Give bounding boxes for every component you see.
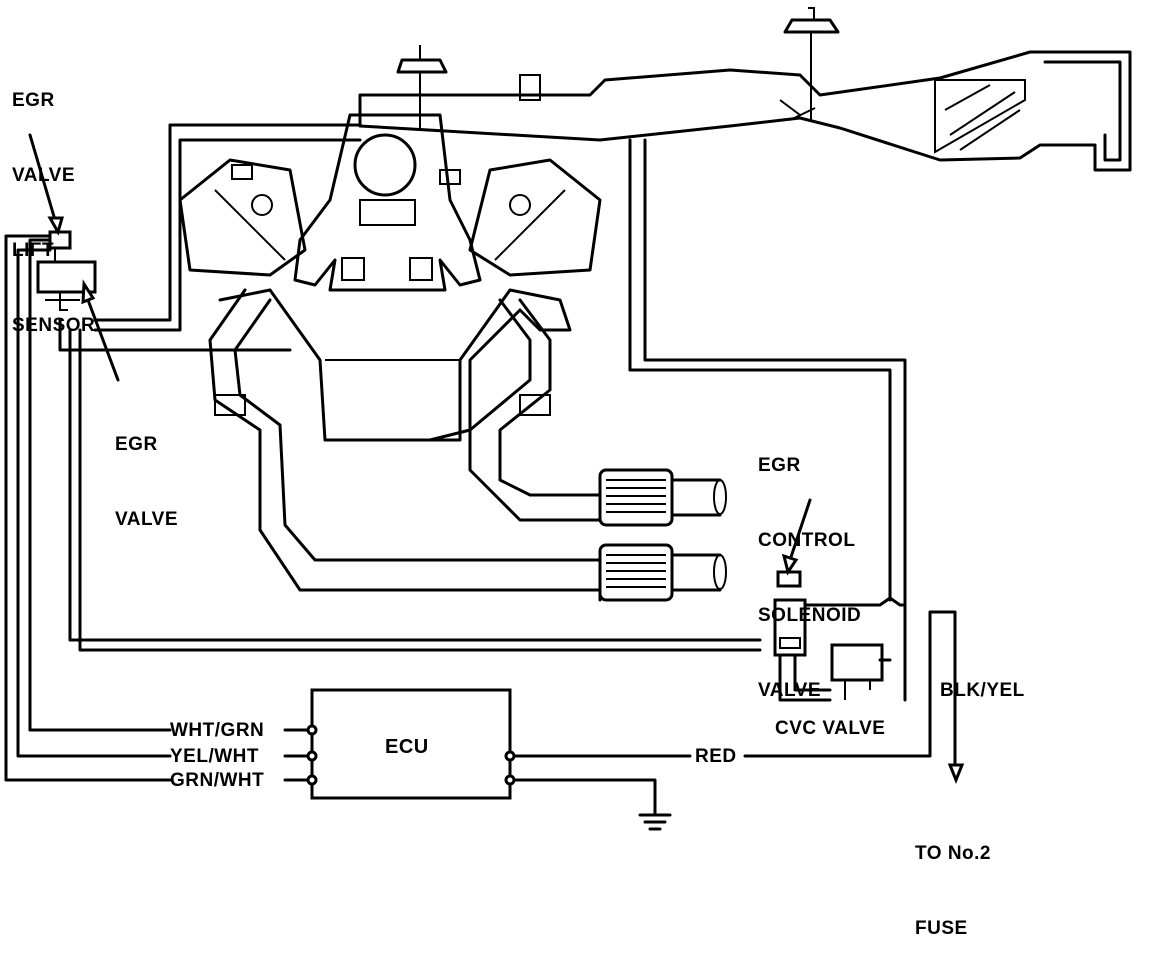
- egr-valve-label: EGR VALVE: [115, 382, 178, 557]
- label-line: VALVE: [115, 509, 179, 530]
- to-fuse-label: TO No.2 FUSE: [915, 791, 991, 966]
- diagram-drawing: [4, 7, 1132, 831]
- intake-duct: [358, 50, 1132, 172]
- wire-grn-wht-label: GRN/WHT: [170, 770, 265, 791]
- label-line: VALVE: [12, 165, 76, 186]
- label-line: VALVE: [758, 680, 822, 701]
- egr-control-solenoid-valve: [773, 570, 907, 702]
- wire-blk-yel-label: BLK/YEL: [940, 680, 1025, 701]
- label-line: FUSE: [915, 918, 968, 939]
- map-actuator-top: [396, 45, 448, 130]
- egr-valve-assembly: [36, 230, 97, 311]
- label-line: TO No.2: [915, 843, 991, 864]
- label-line: EGR: [12, 90, 55, 111]
- label-line: SENSOR: [12, 315, 96, 336]
- ecu-unit: [306, 688, 516, 800]
- ecu-label: ECU: [385, 736, 429, 758]
- wire-yel-wht-label: YEL/WHT: [170, 746, 259, 767]
- label-line: EGR: [115, 434, 158, 455]
- label-line: SOLENOID: [758, 605, 862, 626]
- label-line: CONTROL: [758, 530, 856, 551]
- label-line: EGR: [758, 455, 801, 476]
- callout-arrows: [28, 133, 965, 785]
- wire-red-label: RED: [695, 746, 737, 767]
- engine-block: [178, 113, 602, 442]
- exhaust-system: [208, 288, 727, 602]
- wiring: [4, 234, 957, 831]
- cvc-valve: [830, 643, 892, 700]
- throttle-actuator-top: [783, 7, 840, 120]
- egr-system-diagram: EGR VALVE LIFT SENSOR EGR VALVE EGR CONT…: [4, 7, 1132, 939]
- egr-control-solenoid-valve-label: EGR CONTROL SOLENOID VALVE: [758, 403, 861, 728]
- vacuum-hoses: [58, 123, 907, 702]
- cvc-valve-label: CVC VALVE: [775, 718, 886, 739]
- wire-wht-grn-label: WHT/GRN: [170, 720, 265, 741]
- egr-valve-lift-sensor-label: EGR VALVE LIFT SENSOR: [12, 38, 95, 363]
- label-line: LIFT: [12, 240, 55, 261]
